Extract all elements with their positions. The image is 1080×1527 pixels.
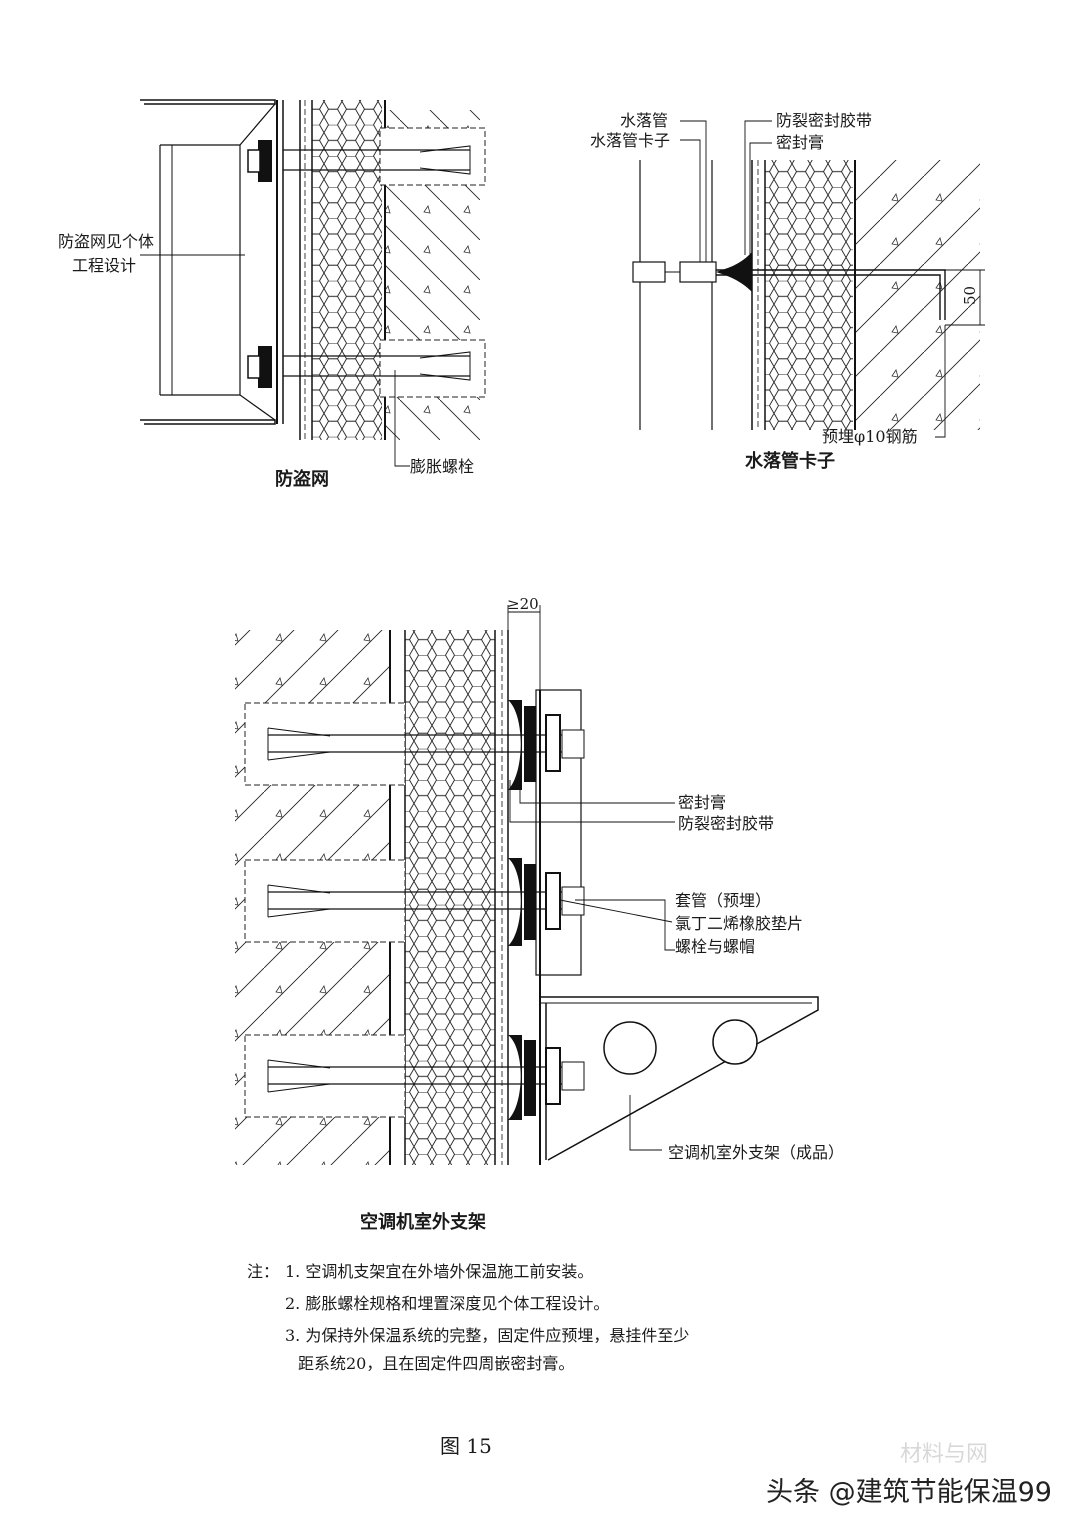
sleeve-label: 套管（预埋） — [675, 891, 771, 910]
anti-crack-tape-label: 防裂密封胶带 — [776, 111, 872, 130]
expansion-bolt-label: 膨胀螺栓 — [410, 457, 474, 476]
insulation-layer — [312, 100, 382, 440]
bracket-hole-2 — [712, 1019, 758, 1065]
anchor-zone-2 — [244, 859, 406, 943]
watermark: 头条 @建筑节能保温99 — [766, 1477, 1052, 1508]
bolt-assembly-1 — [267, 700, 585, 790]
bracket-hole-1 — [603, 1021, 657, 1075]
anti-theft-net-title: 防盗网 — [275, 468, 329, 490]
anti-theft-net-diagram: 防盗网见个体 工程设计 膨胀螺栓 防盗网 — [58, 99, 486, 490]
dimension-50: 50 — [961, 286, 979, 305]
notes-prefix: 注： — [247, 1262, 280, 1281]
ac-bracket-title: 空调机室外支架 — [360, 1211, 486, 1233]
expansion-bolt-top — [247, 140, 471, 182]
gap-dimension: ≥20 — [507, 595, 539, 613]
gasket-label: 氯丁二烯橡胶垫片 — [675, 914, 803, 933]
note-item-2: 2. 膨胀螺栓规格和埋置深度见个体工程设计。 — [285, 1294, 610, 1313]
sealant-blob — [716, 252, 752, 292]
downpipe-clip-diagram: 50 水落管 水落管卡子 防裂密封胶带 密封膏 预埋φ10钢筋 水落管卡子 — [590, 111, 985, 472]
bolt-nut-label: 螺栓与螺帽 — [675, 937, 755, 956]
figure-number: 图 15 — [440, 1434, 492, 1458]
anchor-zone-1 — [244, 702, 406, 786]
anchor-zone-bottom — [379, 339, 486, 398]
note-item-3: 3. 为保持外保温系统的完整，固定件应预埋，悬挂件至少 — [285, 1326, 690, 1345]
downpipe-clip — [632, 261, 666, 283]
anchor-zone-top — [379, 127, 486, 186]
ac-bracket-frame — [540, 996, 819, 1161]
downpipe-label: 水落管 — [620, 111, 668, 130]
note-item-1: 1. 空调机支架宜在外墙外保温施工前安装。 — [285, 1262, 594, 1281]
anti-crack-tape-label: 防裂密封胶带 — [678, 814, 774, 833]
anti-theft-net-label-1: 防盗网见个体 — [58, 232, 154, 251]
anchor-zone-3 — [244, 1034, 406, 1118]
insulation-layer — [405, 630, 495, 1165]
concrete-wall — [855, 160, 980, 430]
faint-watermark: 材料与网 — [900, 1442, 989, 1467]
rebar-label: 预埋φ10钢筋 — [822, 427, 918, 446]
bolt-assembly-3 — [267, 1035, 585, 1120]
downpipe-clip-label: 水落管卡子 — [590, 131, 670, 150]
anti-theft-net-label-2: 工程设计 — [72, 256, 136, 275]
bolt-assembly-2 — [267, 858, 585, 946]
insulation-layer — [765, 160, 853, 430]
expansion-bolt-bottom — [247, 346, 471, 388]
sealant-label: 密封膏 — [776, 133, 824, 152]
ac-bracket-label: 空调机室外支架（成品） — [668, 1143, 844, 1162]
note-item-3-continued: 距系统20，且在固定件四周嵌密封膏。 — [298, 1354, 575, 1373]
ac-bracket-diagram: ≥20 — [235, 595, 844, 1233]
sealant-label: 密封膏 — [678, 793, 726, 812]
downpipe-clip-title: 水落管卡子 — [745, 450, 835, 472]
